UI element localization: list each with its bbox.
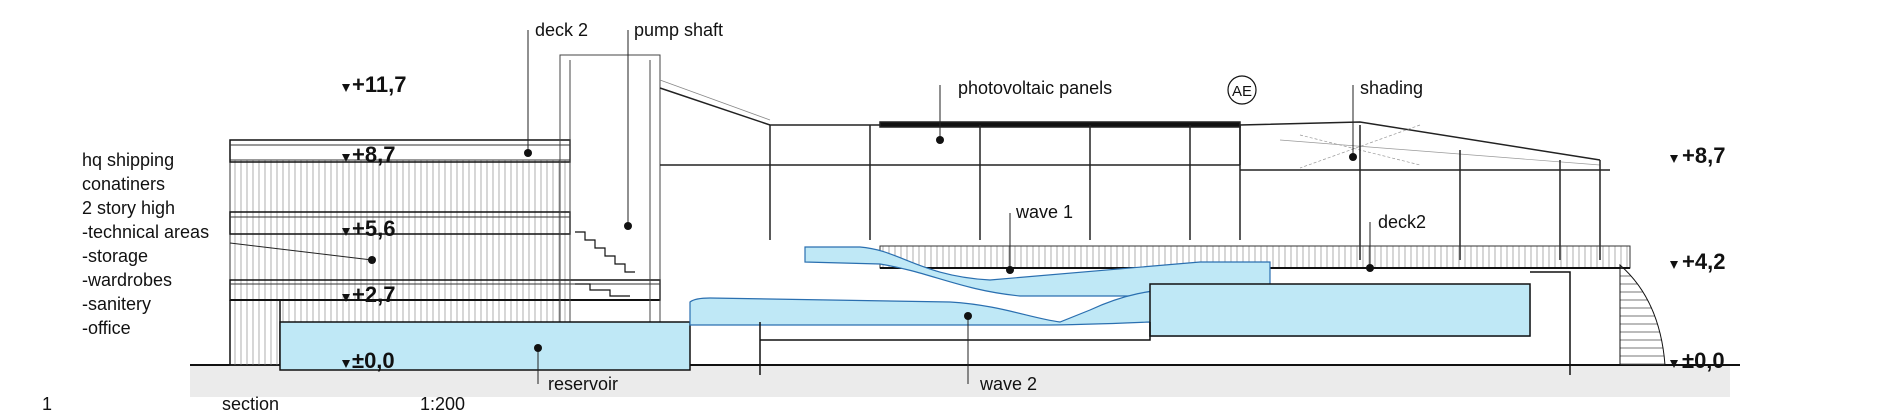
drawing-number: 1 bbox=[42, 394, 52, 414]
label-reservoir: reservoir bbox=[548, 374, 618, 394]
pool-basins bbox=[759, 271, 1571, 375]
label-wave-2: wave 2 bbox=[979, 374, 1037, 394]
note-line: conatiners bbox=[82, 174, 165, 194]
level-markers bbox=[342, 84, 1678, 368]
staircase bbox=[575, 231, 635, 297]
note-line: -technical areas bbox=[82, 222, 209, 242]
level-8-7-right: +8,7 bbox=[1682, 143, 1725, 168]
pump-shaft bbox=[559, 54, 661, 366]
note-line: hq shipping bbox=[82, 150, 174, 170]
note-line: -wardrobes bbox=[82, 270, 172, 290]
label-shading: shading bbox=[1360, 78, 1423, 98]
roof-structure bbox=[659, 79, 1241, 240]
note-line: 2 story high bbox=[82, 198, 175, 218]
level-5-6: +5,6 bbox=[352, 216, 395, 241]
note-line: -office bbox=[82, 318, 131, 338]
notes-block: hq shipping conatiners 2 story high -tec… bbox=[82, 150, 209, 338]
drawing-scale: 1:200 bbox=[420, 394, 465, 414]
reservoir-water bbox=[279, 321, 691, 371]
label-ae: AE bbox=[1232, 83, 1252, 100]
level-2-7: +2,7 bbox=[352, 282, 395, 307]
level-8-7-left: +8,7 bbox=[352, 142, 395, 167]
level-11-7: +11,7 bbox=[352, 72, 406, 97]
label-pump-shaft: pump shaft bbox=[634, 20, 723, 40]
ae-circle bbox=[1227, 75, 1257, 105]
note-line: -sanitery bbox=[82, 294, 151, 314]
right-stair bbox=[1619, 263, 1666, 366]
level-4-2: +4,2 bbox=[1682, 249, 1725, 274]
label-photovoltaic-panels: photovoltaic panels bbox=[958, 78, 1112, 98]
level-0-0-right: ±0,0 bbox=[1682, 348, 1725, 373]
label-deck-2: deck 2 bbox=[535, 20, 588, 40]
drawing-title: section bbox=[222, 394, 279, 414]
note-line: -storage bbox=[82, 246, 148, 266]
level-0-0-left: ±0,0 bbox=[352, 348, 395, 373]
label-deck2: deck2 bbox=[1378, 212, 1426, 232]
pool-right-water bbox=[1149, 283, 1531, 337]
leader-lines bbox=[229, 30, 1371, 384]
shading-roof bbox=[1239, 121, 1610, 260]
leader-dots bbox=[368, 136, 1374, 352]
label-wave-1: wave 1 bbox=[1015, 202, 1073, 222]
